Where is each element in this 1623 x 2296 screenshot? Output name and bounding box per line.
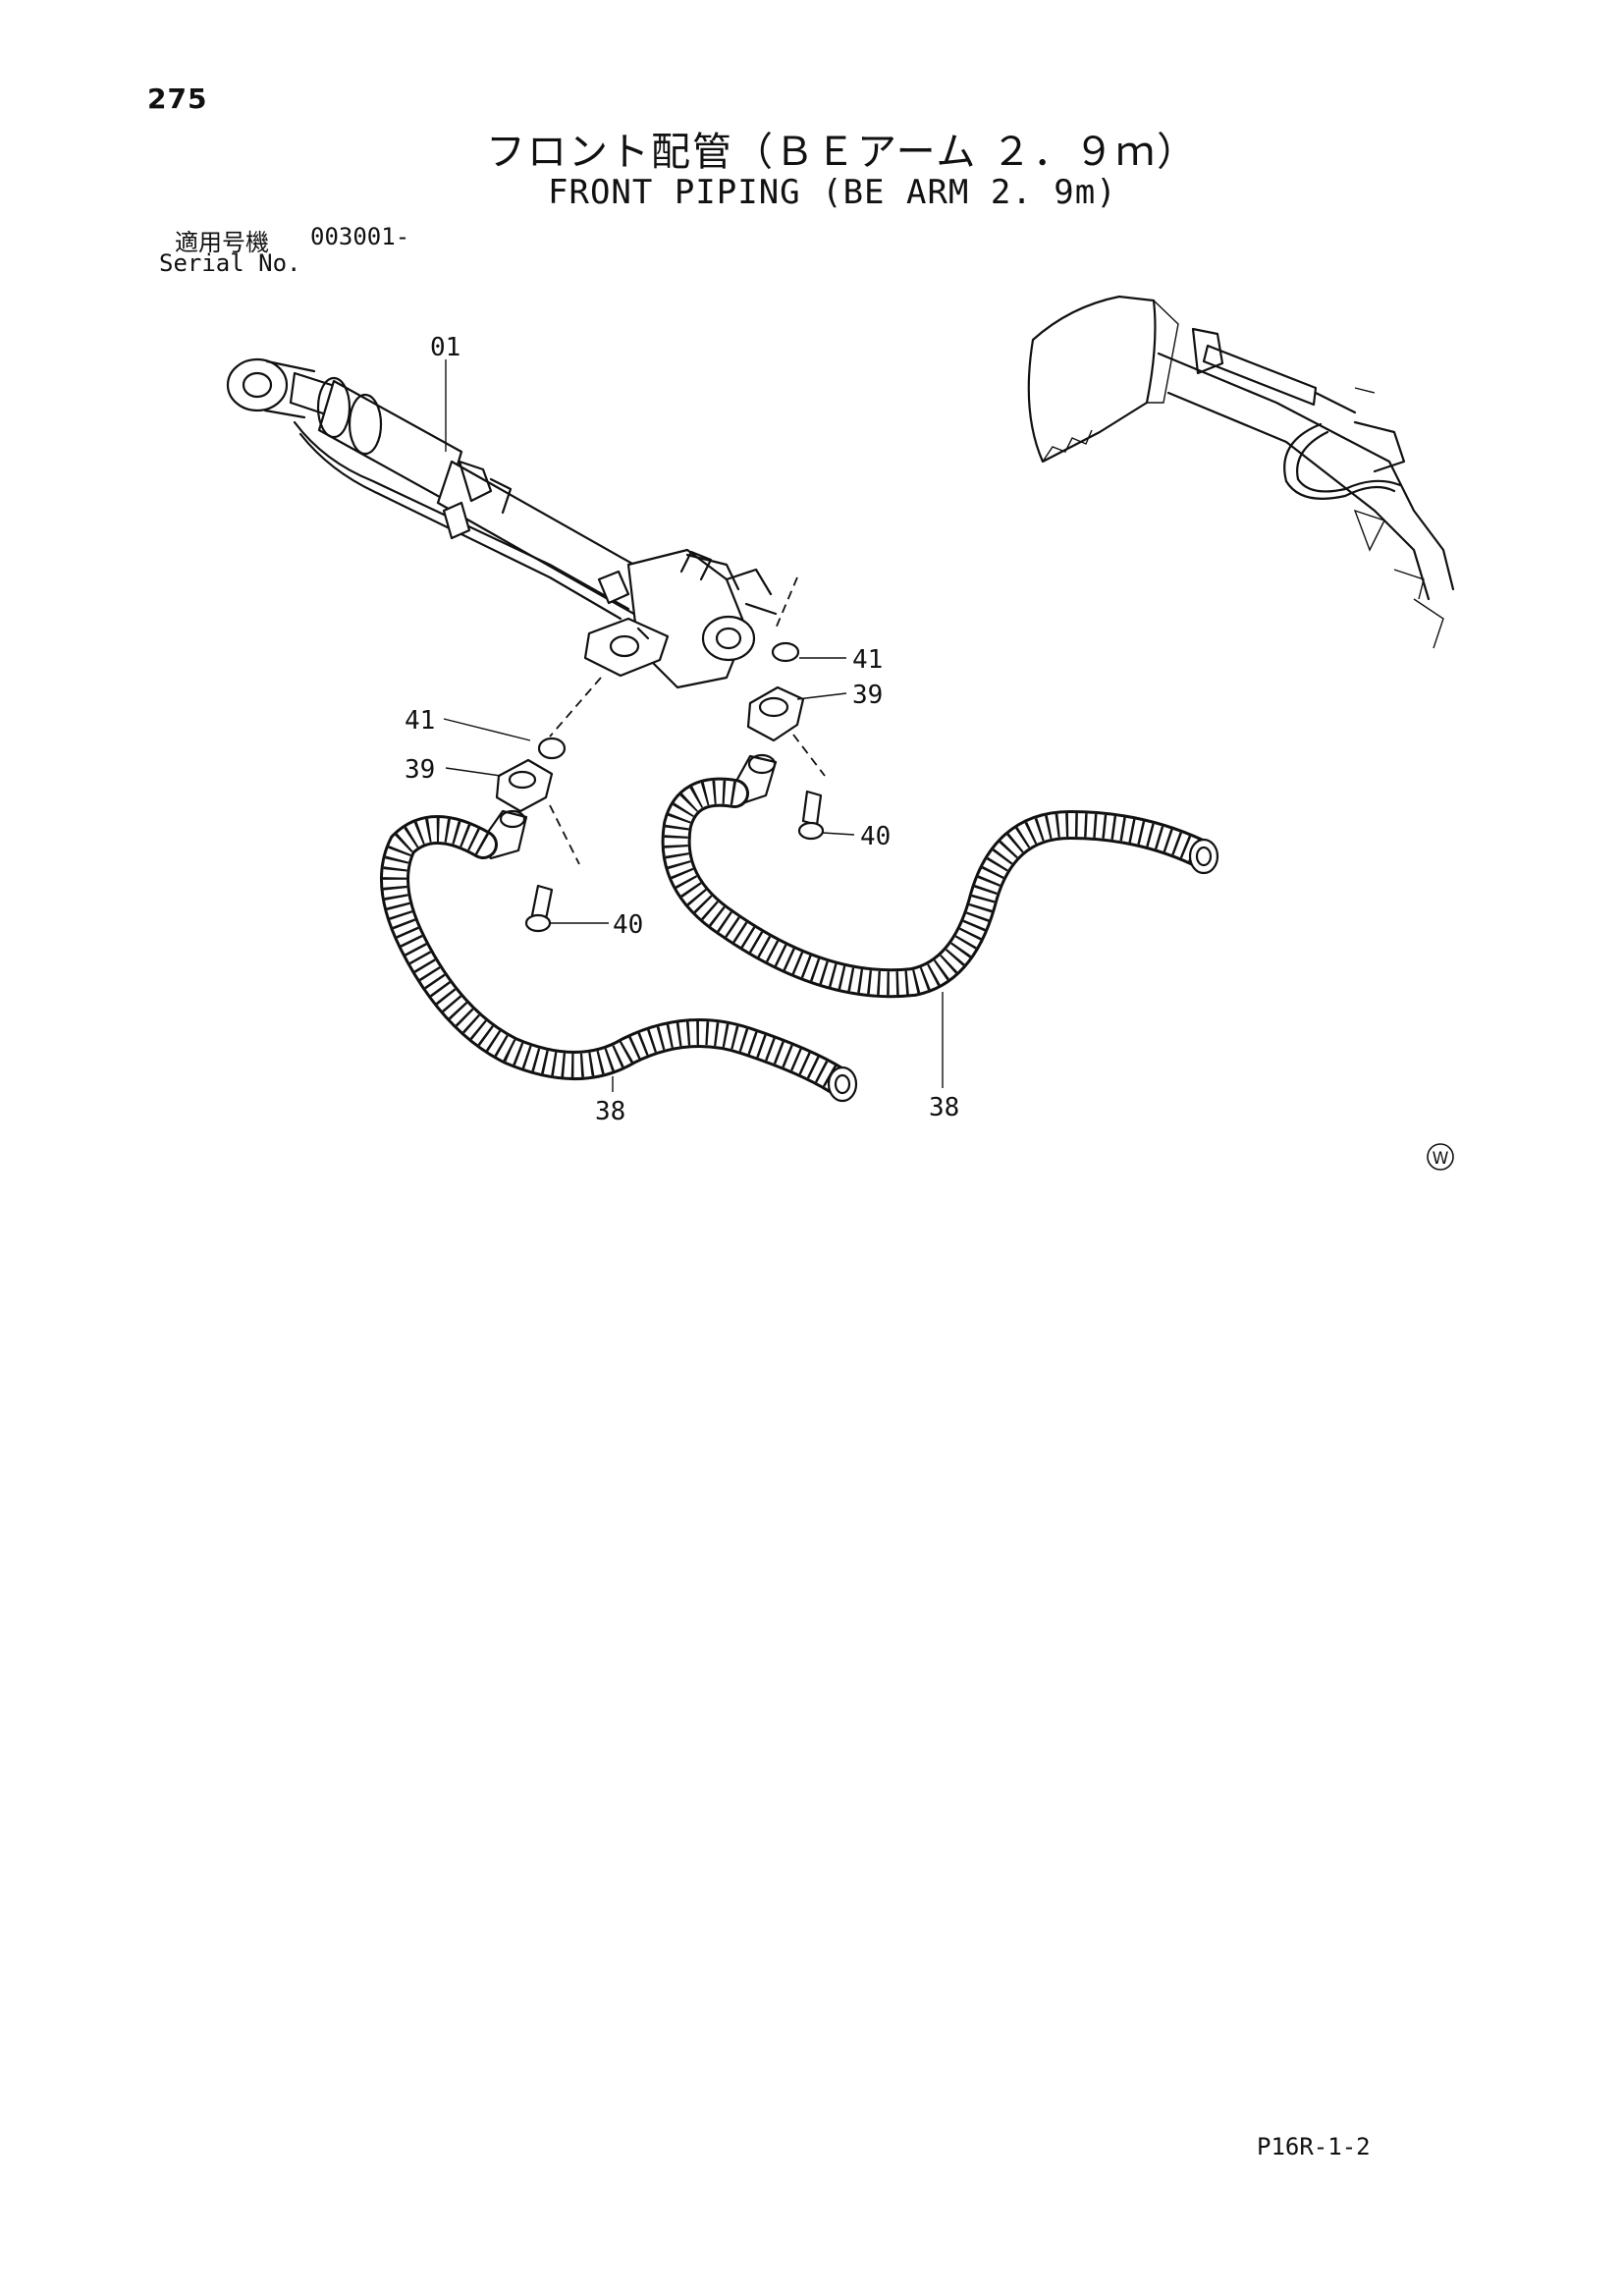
bolt-right	[801, 790, 823, 827]
serial-label-english: Serial No.	[159, 249, 301, 277]
callout-40-right: 40	[860, 822, 891, 851]
bolt-left	[530, 884, 554, 921]
callout-41-right: 41	[852, 645, 883, 675]
right-fittings	[729, 641, 825, 841]
callout-38-left: 38	[595, 1097, 625, 1126]
flange-right	[746, 685, 805, 742]
circled-w-letter: W	[1433, 1149, 1449, 1169]
oring-right	[771, 641, 800, 663]
assembly-lines	[549, 576, 826, 865]
locator-sketch	[1027, 295, 1455, 649]
callout-01: 01	[430, 333, 460, 362]
arm-cylinder	[226, 357, 778, 689]
callout-41-left: 41	[405, 706, 435, 736]
hose-left	[380, 815, 858, 1103]
oring-left	[537, 737, 567, 760]
hose-right	[661, 777, 1219, 999]
document-code: P16R-1-2	[1257, 2133, 1371, 2160]
title-japanese: フロント配管（ＢＥアーム ２．９ｍ）	[486, 130, 1199, 175]
callout-39-left: 39	[405, 755, 435, 785]
serial-label-japanese: 適用号機	[175, 229, 269, 256]
flange-left	[495, 758, 554, 813]
callout-38-right: 38	[929, 1093, 959, 1122]
leader-lines	[443, 359, 944, 1092]
serial-number-value: 003001-	[310, 223, 410, 250]
page-number: 275	[147, 82, 208, 115]
circled-w-mark: W	[1427, 1143, 1454, 1171]
title-english: FRONT PIPING (BE ARM 2. 9m)	[548, 173, 1117, 212]
callout-40-left: 40	[613, 910, 643, 940]
callout-39-right: 39	[852, 681, 883, 710]
